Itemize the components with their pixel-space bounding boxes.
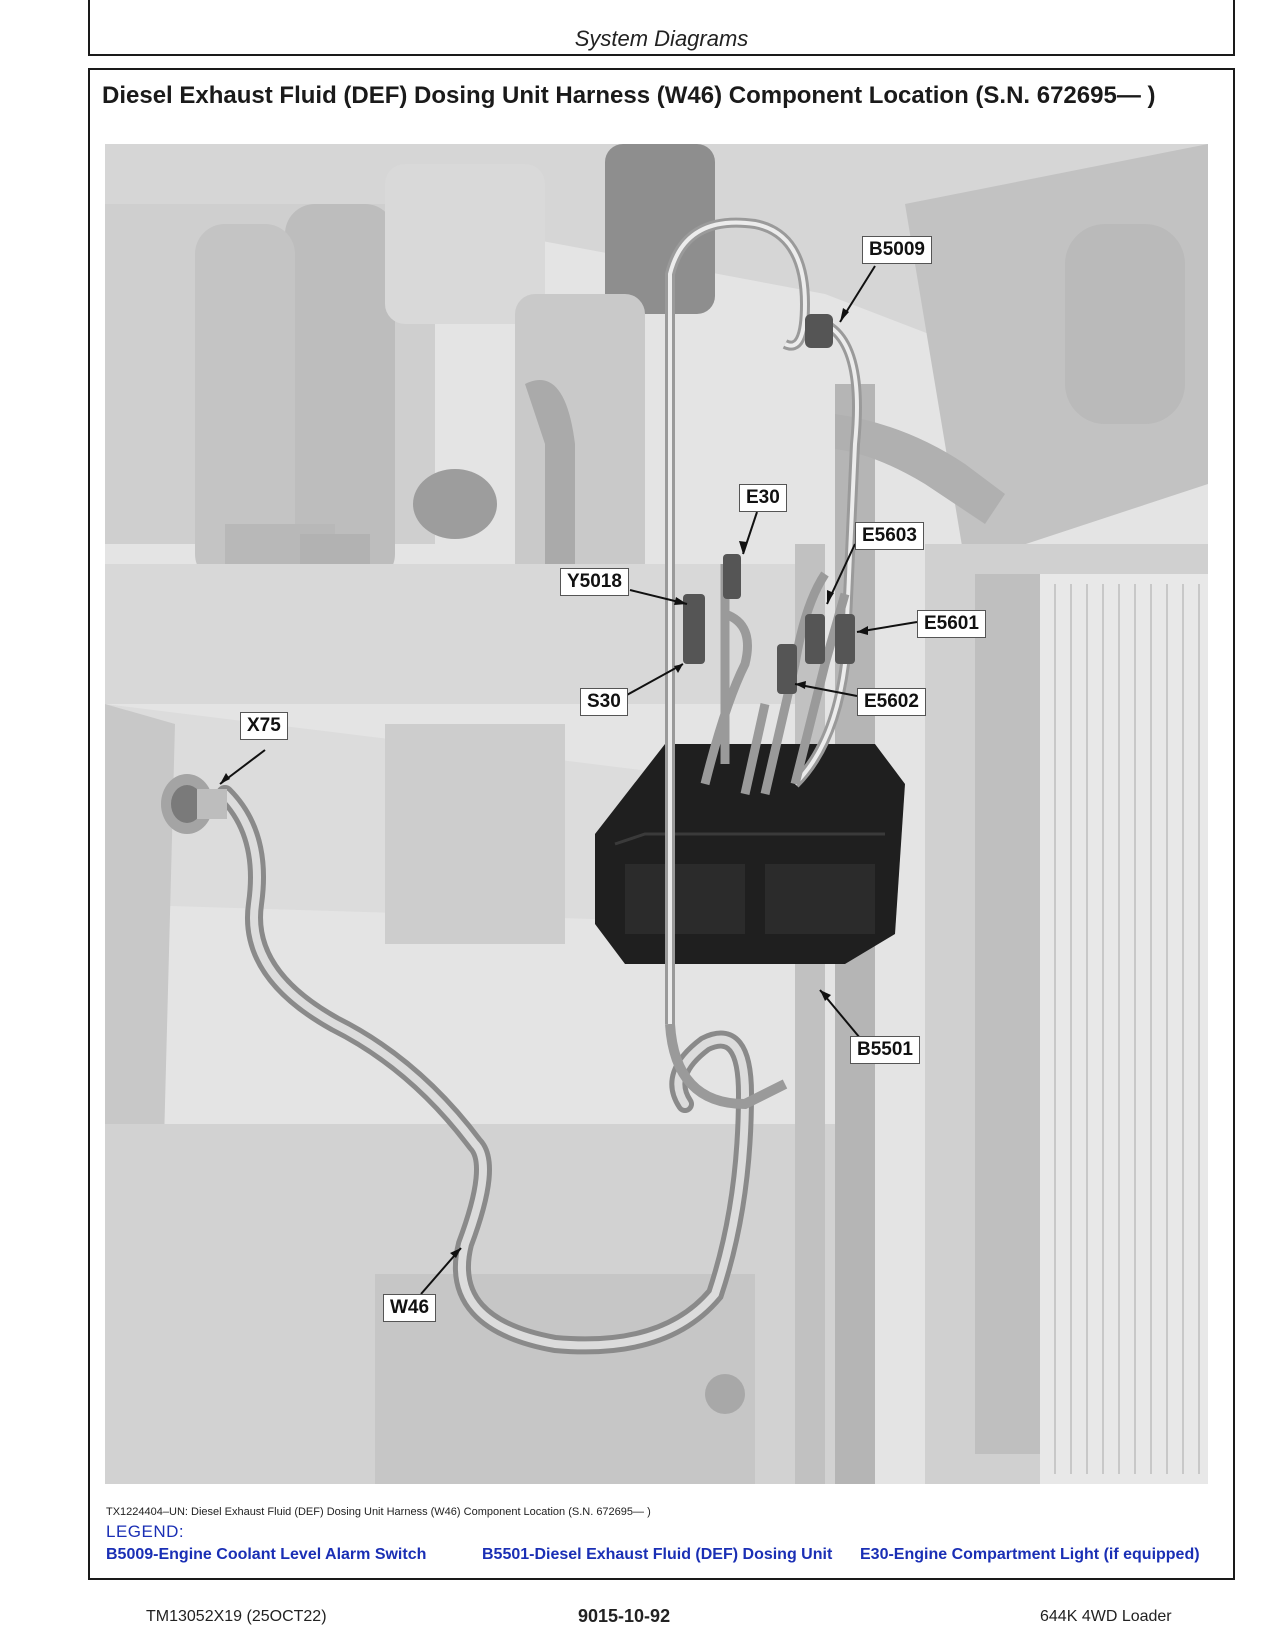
callout-w46: W46 bbox=[383, 1294, 437, 1322]
section-title: System Diagrams bbox=[574, 26, 749, 51]
callout-b5009: B5009 bbox=[862, 236, 932, 264]
legend-heading: LEGEND: bbox=[106, 1522, 185, 1541]
footer-manual-id: TM13052X19 (25OCT22) bbox=[146, 1608, 327, 1625]
callout-x75: X75 bbox=[240, 712, 288, 740]
legend-item-b5009: B5009-Engine Coolant Level Alarm Switch bbox=[106, 1546, 427, 1563]
callout-b5501: B5501 bbox=[850, 1036, 920, 1064]
header-frame: System Diagrams bbox=[88, 0, 1235, 56]
footer-model: 644K 4WD Loader bbox=[1040, 1608, 1172, 1625]
callout-e5601: E5601 bbox=[917, 610, 986, 638]
legend-item-e30: E30-Engine Compartment Light (if equippe… bbox=[860, 1546, 1200, 1563]
callout-e5602: E5602 bbox=[857, 688, 926, 716]
component-location-illustration: B5009 E30 E5603 Y5018 E5601 S30 E5602 X7… bbox=[105, 144, 1208, 1484]
callout-s30: S30 bbox=[580, 688, 628, 716]
footer-page-number: 9015-10-92 bbox=[578, 1606, 671, 1626]
callout-e30: E30 bbox=[739, 484, 787, 512]
legend-item-b5501: B5501-Diesel Exhaust Fluid (DEF) Dosing … bbox=[482, 1546, 833, 1563]
page-frame bbox=[88, 68, 1235, 1580]
callout-e5603: E5603 bbox=[855, 522, 924, 550]
document-title: Diesel Exhaust Fluid (DEF) Dosing Unit H… bbox=[102, 82, 1156, 109]
callout-y5018: Y5018 bbox=[560, 568, 629, 596]
figure-caption: TX1224404–UN: Diesel Exhaust Fluid (DEF)… bbox=[106, 1506, 651, 1518]
engine-illustration bbox=[105, 144, 1208, 1484]
